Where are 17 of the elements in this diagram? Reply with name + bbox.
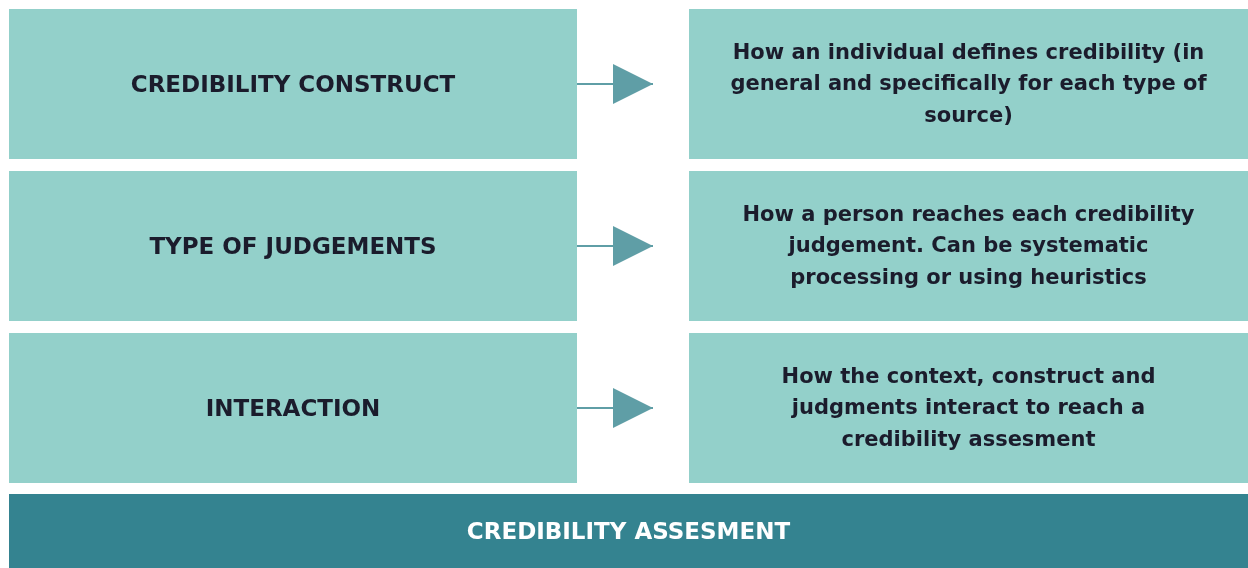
heading-text: CREDIBILITY ASSESMENT xyxy=(466,516,791,546)
category-box xyxy=(9,9,577,159)
description-box xyxy=(689,171,1248,321)
arrow xyxy=(576,64,654,104)
description-text: How a person reaches each credibility judgement. Can be systematic processing or using heuristics xyxy=(741,200,1196,291)
arrow xyxy=(576,388,654,428)
result-band xyxy=(9,494,1248,568)
description-box xyxy=(689,333,1248,483)
heading-text: TYPE OF JUDGEMENTS xyxy=(149,231,437,261)
description-text: How the context, construct and judgments interact to reach a credibility assesment xyxy=(780,362,1157,453)
category-box xyxy=(9,333,577,483)
category-box xyxy=(9,171,577,321)
heading-text: CREDIBILITY CONSTRUCT xyxy=(130,69,456,99)
heading-text: INTERACTION xyxy=(205,393,381,423)
description-box xyxy=(689,9,1248,159)
description-text: How an individual defines credibility (in general and specifically for each type of source) xyxy=(729,38,1208,129)
arrow xyxy=(576,226,654,266)
